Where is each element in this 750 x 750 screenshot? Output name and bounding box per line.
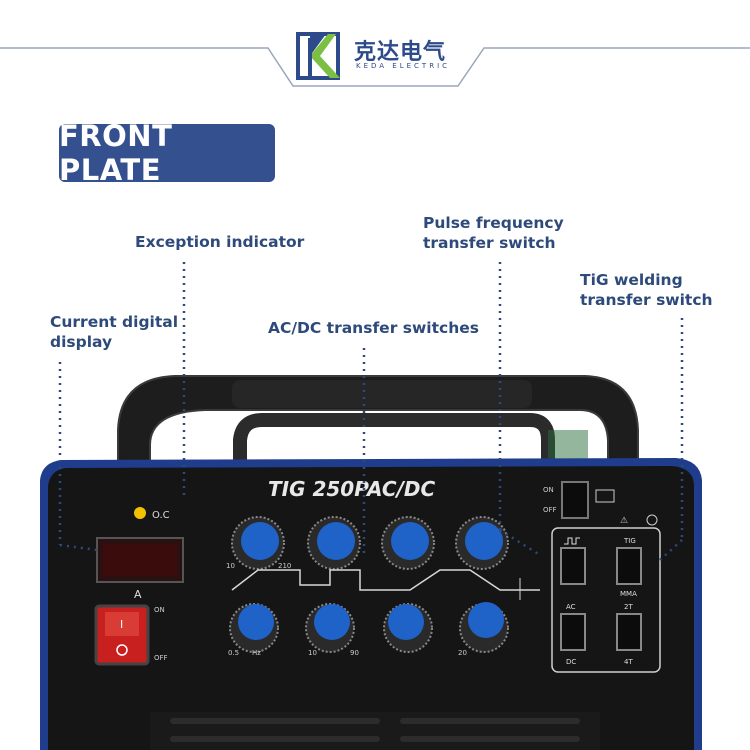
switch-group — [551, 527, 661, 673]
power-on-label: ON — [543, 486, 554, 494]
model-label: TIG 250PAC/DC — [268, 477, 435, 501]
pulse-switch — [560, 547, 586, 585]
knob-10-label: 10 — [308, 649, 317, 657]
4t-label: 4T — [624, 658, 633, 666]
svg-text:I: I — [120, 618, 123, 631]
ccc-icon — [646, 514, 658, 526]
knob-2 — [317, 522, 355, 560]
mma-label: MMA — [620, 590, 637, 598]
knob-hz-label: Hz — [252, 649, 261, 657]
waveform-diagram — [231, 569, 540, 591]
main-power-switch — [561, 481, 589, 519]
header: 克达电气 KEDA ELECTRIC — [0, 0, 750, 92]
2t-label: 2T — [624, 603, 633, 611]
callout-current-display-line2: display — [50, 333, 113, 351]
knob-4 — [465, 522, 503, 560]
display-unit: A — [134, 588, 142, 601]
brand-subtitle: KEDA ELECTRIC — [356, 62, 451, 70]
callout-pulse-switch-line2: transfer switch — [423, 234, 556, 252]
knob-7 — [388, 604, 424, 640]
2t-4t-switch — [616, 613, 642, 651]
knob-20-label: 20 — [458, 649, 467, 657]
rocker-on-label: ON — [154, 606, 165, 614]
dc-label: DC — [566, 658, 576, 666]
tig-mma-switch — [616, 547, 642, 585]
knob-row-bottom: 0.5 Hz 10 90 20 — [228, 602, 509, 657]
knob-90-label: 90 — [350, 649, 359, 657]
knob-max-label: 210 — [278, 562, 291, 570]
callout-tig-switch-line2: transfer switch — [580, 291, 713, 309]
title-badge: FRONT PLATE — [59, 119, 275, 187]
knob-3 — [391, 522, 429, 560]
knob-05-label: 0.5 — [228, 649, 239, 657]
inner-handle — [233, 413, 555, 470]
vent-grille — [150, 712, 600, 750]
callout-current-display-line1: Current digital — [50, 313, 179, 331]
keda-logo-icon — [296, 32, 340, 80]
callout-lines — [58, 262, 684, 561]
callout-pulse-switch-line1: Pulse frequency — [423, 214, 564, 232]
handle-grip — [232, 380, 532, 408]
header-lines — [0, 47, 750, 87]
ac-dc-switch — [560, 613, 586, 651]
knob-6 — [314, 604, 350, 640]
rocker-off-label: OFF — [154, 654, 168, 662]
callout-tig-switch-line1: TiG welding — [580, 271, 683, 289]
knob-5 — [238, 604, 274, 640]
tig-label: TIG — [623, 537, 636, 545]
knob-min-label: 10 — [226, 562, 235, 570]
warning-icon: ⚠ — [620, 516, 628, 526]
page-title: FRONT PLATE — [59, 119, 173, 187]
callout-exception-indicator: Exception indicator — [135, 233, 305, 251]
power-off-label: OFF — [543, 506, 557, 514]
knob-8 — [468, 602, 504, 638]
exception-led — [134, 507, 146, 519]
front-panel — [48, 466, 694, 750]
knob-1 — [241, 522, 279, 560]
oc-label: O.C — [152, 510, 170, 521]
pulse-icon — [564, 537, 580, 545]
knob-row-top: 10 210 — [226, 516, 509, 570]
ac-label: AC — [566, 603, 576, 611]
callout-acdc-switches: AC/DC transfer switches — [268, 319, 479, 337]
brand-name: 克达电气 — [354, 40, 447, 65]
